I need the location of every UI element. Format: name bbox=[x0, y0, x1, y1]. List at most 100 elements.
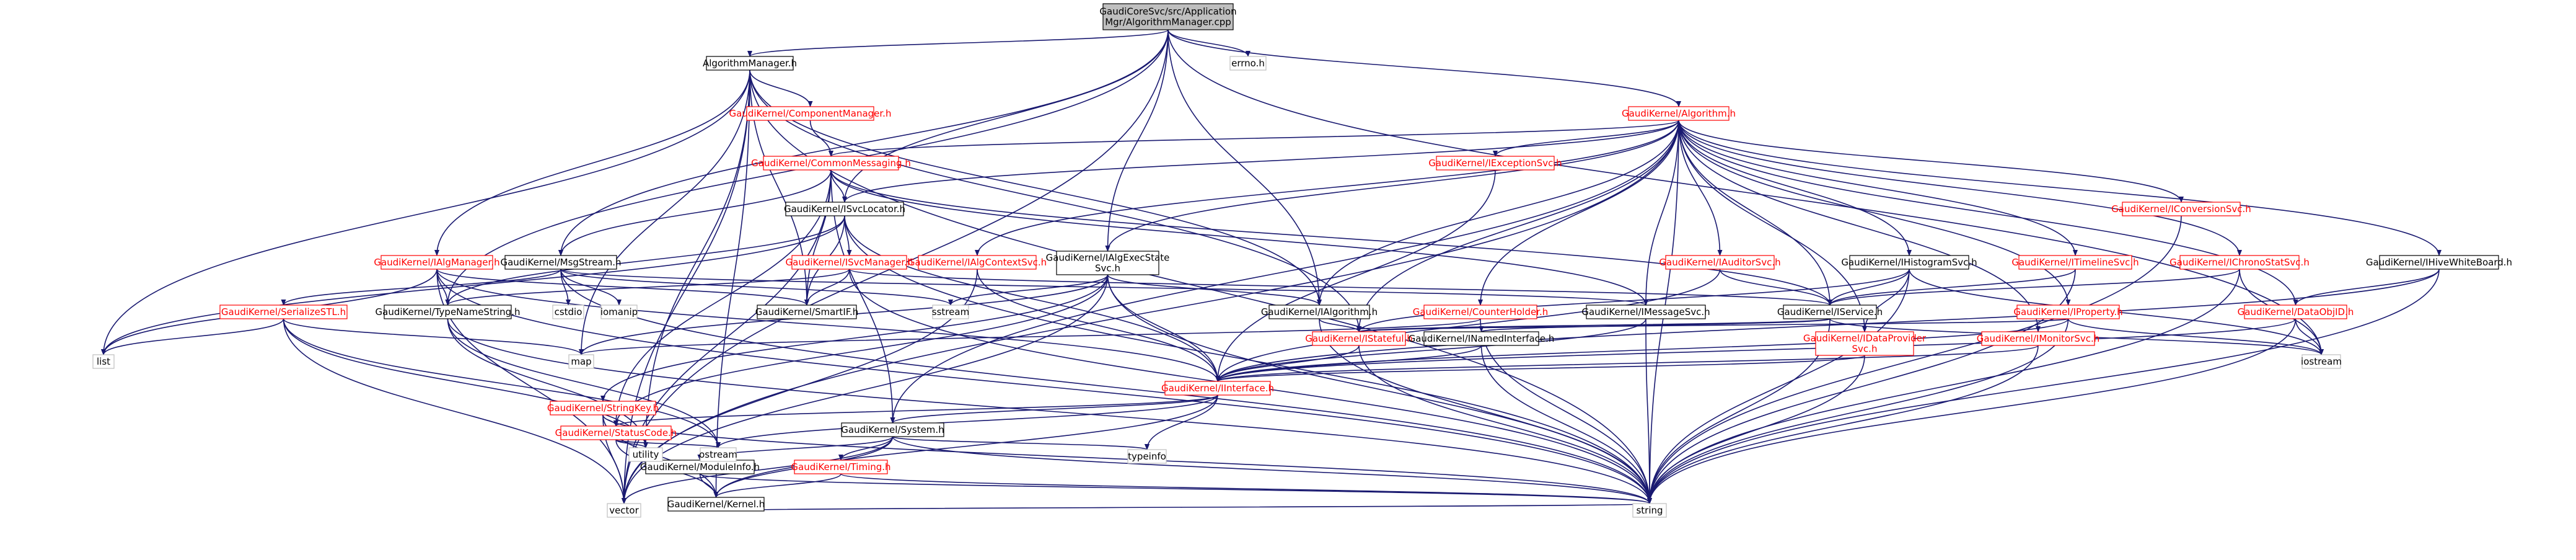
edge-iinterface-to-typeinfo bbox=[1145, 394, 1218, 450]
node-label-smartif: GaudiKernel/SmartIF.h bbox=[755, 306, 858, 318]
node-statuscode[interactable]: GaudiKernel/StatusCode.h bbox=[555, 425, 677, 440]
node-box-counterholder bbox=[1423, 304, 1537, 319]
node-algmgr_h[interactable]: AlgorithmManager.h bbox=[703, 56, 797, 71]
node-ichrono[interactable]: GaudiKernel/IChronoStatSvc.h bbox=[2169, 255, 2310, 270]
node-istateful[interactable]: GaudiKernel/IStateful.h bbox=[1305, 331, 1413, 346]
edge-algmgr_h-to-string bbox=[749, 69, 1652, 504]
node-ialgctx[interactable]: GaudiKernel/IAlgContextSvc.h bbox=[908, 255, 1047, 270]
node-box-ialgctx bbox=[918, 255, 1037, 270]
node-moduleinfo[interactable]: GaudiKernel/ModuleInfo.h bbox=[640, 460, 760, 474]
node-label-ihive: GaudiKernel/IHiveWhiteBoard.h bbox=[2366, 257, 2512, 268]
edge-algmgr_h-to-istateful bbox=[749, 69, 1361, 332]
node-label-idataprov: GaudiKernel/IDataProvider bbox=[1803, 333, 1927, 344]
edge-iinterface-to-statuscode bbox=[613, 394, 1218, 427]
edge-ialgexec-to-sstream bbox=[948, 274, 1109, 306]
edge-algmgr_h-to-map bbox=[579, 69, 750, 355]
node-label-idataprov: Svc.h bbox=[1852, 344, 1878, 355]
node-ihive[interactable]: GaudiKernel/IHiveWhiteBoard.h bbox=[2366, 255, 2512, 270]
node-inamed[interactable]: GaudiKernel/INamedInterface.h bbox=[1409, 331, 1555, 346]
node-iproperty[interactable]: GaudiKernel/IProperty.h bbox=[2013, 304, 2123, 319]
node-box-stringkey bbox=[550, 401, 656, 416]
node-imessagesvc[interactable]: GaudiKernel/IMessageSvc.h bbox=[1581, 304, 1710, 319]
edge-idataprov-to-iinterface bbox=[1215, 355, 1865, 382]
edge-algorithm_h-to-iconv bbox=[1678, 120, 2184, 203]
node-isvcloc[interactable]: GaudiKernel/ISvcLocator.h bbox=[784, 202, 905, 216]
node-box-itimeline bbox=[2018, 255, 2132, 270]
edge-ialgmgr-to-iinterface bbox=[436, 269, 1220, 382]
edge-serializestl-to-map bbox=[283, 318, 584, 355]
node-smartif[interactable]: GaudiKernel/SmartIF.h bbox=[755, 304, 858, 319]
node-label-iinterface: GaudiKernel/IInterface.h bbox=[1161, 383, 1274, 394]
node-counterholder[interactable]: GaudiKernel/CounterHolder.h bbox=[1413, 304, 1549, 319]
node-serializestl[interactable]: GaudiKernel/SerializeSTL.h bbox=[219, 304, 348, 319]
edge-system_h-to-string bbox=[892, 436, 1652, 504]
node-kernel[interactable]: GaudiKernel/Kernel.h bbox=[667, 497, 765, 512]
edge-algmgr_h-to-vector bbox=[622, 69, 750, 504]
node-commonmsg[interactable]: GaudiKernel/CommonMessaging.h bbox=[751, 156, 911, 171]
edge-iservice-to-inamed bbox=[1479, 318, 1831, 332]
edge-ihisto-to-string bbox=[1647, 269, 1910, 504]
node-box-iinterface bbox=[1164, 381, 1271, 396]
node-label-string: string bbox=[1636, 505, 1663, 516]
node-label-statuscode: GaudiKernel/StatusCode.h bbox=[555, 427, 677, 438]
node-msgstream[interactable]: GaudiKernel/MsgStream.h bbox=[500, 255, 622, 270]
node-system_h[interactable]: GaudiKernel/System.h bbox=[841, 422, 944, 437]
edge-algmgr_h-to-utility bbox=[643, 69, 750, 448]
node-algorithm_h[interactable]: GaudiKernel/Algorithm.h bbox=[1622, 106, 1736, 121]
node-label-system_h: GaudiKernel/System.h bbox=[841, 424, 944, 435]
edge-timing-to-kernel bbox=[713, 473, 842, 498]
node-label-itimeline: GaudiKernel/ITimelineSvc.h bbox=[2011, 257, 2139, 268]
node-iauditor[interactable]: GaudiKernel/IAuditorSvc.h bbox=[1659, 255, 1781, 270]
node-iservice[interactable]: GaudiKernel/IService.h bbox=[1777, 304, 1883, 319]
edge-commonmsg-to-imessagesvc bbox=[830, 169, 1648, 306]
node-box-msgstream bbox=[504, 255, 617, 270]
edge-algmgr_h-to-list bbox=[101, 69, 750, 355]
node-label-ialgorithm: GaudiKernel/IAlgorithm.h bbox=[1261, 306, 1378, 318]
node-box-ostream bbox=[700, 447, 737, 462]
node-box-commonmsg bbox=[763, 156, 899, 171]
node-typename[interactable]: GaudiKernel/TypeNameString.h bbox=[376, 304, 521, 319]
node-label-isvcmgr: GaudiKernel/ISvcManager.h bbox=[786, 257, 913, 268]
edge-imonitor-to-iinterface bbox=[1215, 345, 2039, 382]
node-label-msgstream: GaudiKernel/MsgStream.h bbox=[500, 257, 621, 268]
edge-algorithm_h-to-idataprov bbox=[1678, 120, 1867, 332]
edge-iproperty-to-istateful bbox=[1356, 318, 2069, 332]
node-box-list bbox=[92, 354, 115, 369]
node-stringkey[interactable]: GaudiKernel/StringKey.h bbox=[547, 401, 659, 416]
edge-serializestl-to-vector bbox=[283, 318, 626, 504]
edge-isvcloc-to-iinterface bbox=[844, 215, 1220, 382]
node-ialgorithm[interactable]: GaudiKernel/IAlgorithm.h bbox=[1261, 304, 1378, 319]
node-timing[interactable]: GaudiKernel/Timing.h bbox=[791, 460, 891, 474]
node-root[interactable]: GaudiCoreSvc/src/ApplicationMgr/Algorith… bbox=[1099, 3, 1237, 30]
node-box-iproperty bbox=[2016, 304, 2120, 319]
node-iomanip: iomanip bbox=[600, 304, 638, 319]
node-box-ialgexec bbox=[1056, 251, 1159, 275]
node-errno: errno.h bbox=[1229, 56, 1267, 71]
edge-commonmsg-to-vector bbox=[622, 169, 832, 504]
node-ialgmgr[interactable]: GaudiKernel/IAlgManager.h bbox=[374, 255, 500, 270]
node-ihisto[interactable]: GaudiKernel/IHistogramSvc.h bbox=[1841, 255, 1977, 270]
node-iconv[interactable]: GaudiKernel/IConversionSvc.h bbox=[2111, 202, 2251, 216]
node-box-typename bbox=[384, 304, 512, 319]
node-itimeline[interactable]: GaudiKernel/ITimelineSvc.h bbox=[2011, 255, 2139, 270]
node-isvcmgr[interactable]: GaudiKernel/ISvcManager.h bbox=[786, 255, 913, 270]
node-iinterface[interactable]: GaudiKernel/IInterface.h bbox=[1161, 381, 1274, 396]
node-box-iostream bbox=[2301, 354, 2341, 369]
edge-istateful-to-iinterface bbox=[1215, 345, 1360, 382]
node-dataobjid[interactable]: GaudiKernel/DataObjID.h bbox=[2238, 304, 2354, 319]
edge-isvcmgr-to-smartif bbox=[804, 269, 850, 306]
edge-root-to-isvcloc bbox=[842, 29, 1169, 203]
node-iexcsvc[interactable]: GaudiKernel/IExceptionSvc.h bbox=[1428, 156, 1562, 171]
edge-ihive-to-dataobjid bbox=[2293, 269, 2440, 306]
node-string: string bbox=[1632, 503, 1667, 518]
node-imonitor[interactable]: GaudiKernel/IMonitorSvc.h bbox=[1977, 331, 2100, 346]
edge-algorithm_h-to-iauditor bbox=[1678, 120, 1723, 256]
node-label-iostream: iostream bbox=[2301, 356, 2342, 367]
nodes: GaudiCoreSvc/src/ApplicationMgr/Algorith… bbox=[92, 3, 2512, 518]
node-label-iconv: GaudiKernel/IConversionSvc.h bbox=[2111, 203, 2251, 215]
edge-algorithm_h-to-iservice bbox=[1678, 120, 1832, 306]
node-compmgr[interactable]: GaudiKernel/ComponentManager.h bbox=[729, 106, 892, 121]
node-box-string bbox=[1632, 503, 1667, 518]
